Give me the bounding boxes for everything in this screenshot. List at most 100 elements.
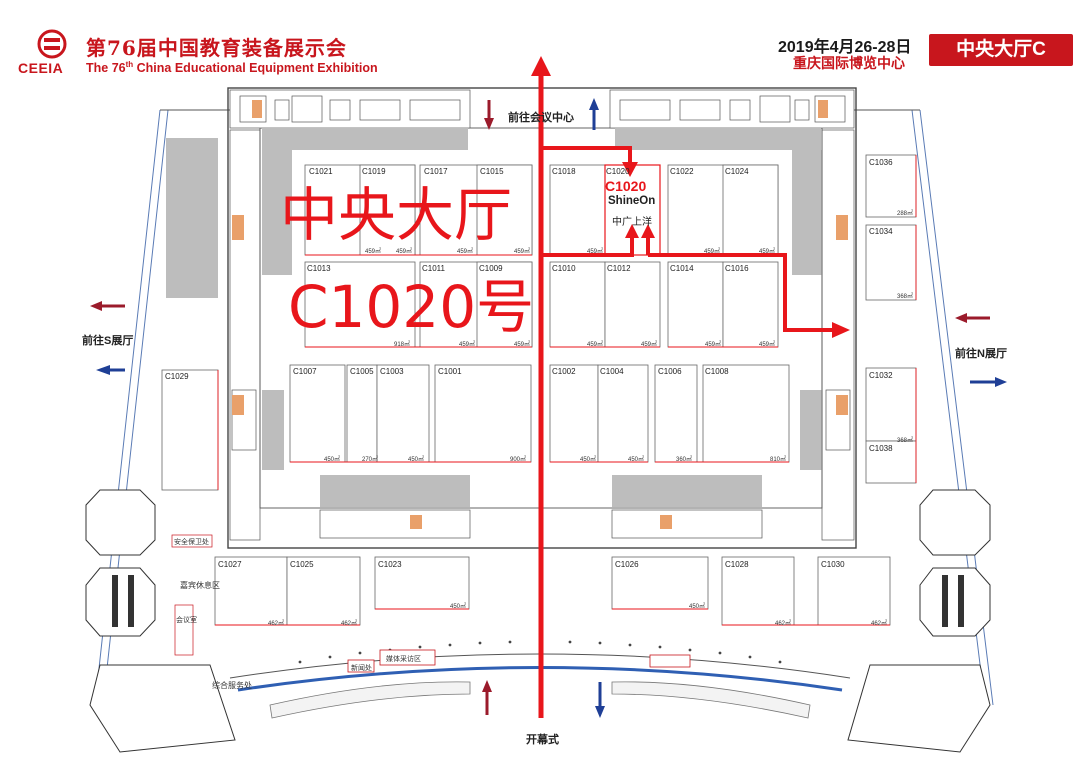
booth-c1020-label[interactable]: C1020 <box>606 167 630 176</box>
booth-c1026-label[interactable]: C1026 <box>615 560 639 569</box>
booth-c1017-label[interactable]: C1017 <box>424 167 448 176</box>
stairs-side <box>232 215 848 529</box>
booth-c1028-label[interactable]: C1028 <box>725 560 749 569</box>
booth-c1014-area: 459㎡ <box>705 342 722 348</box>
press-label: 新闻处 <box>351 665 372 672</box>
booth-c1005-area: 270㎡ <box>362 457 379 463</box>
booth-c1025-label[interactable]: C1025 <box>290 560 314 569</box>
booth-c1018-area: 459㎡ <box>587 249 604 255</box>
booth-c1009-label[interactable]: C1009 <box>479 264 503 273</box>
lounge-rooms <box>171 534 213 656</box>
booth-c1023-label[interactable]: C1023 <box>378 560 402 569</box>
shineon-logo: ShineOn <box>608 195 656 207</box>
to-n-hall-label: 前往N展厅 <box>955 348 1007 360</box>
service-rooms-top <box>229 89 855 129</box>
booth-c1038-label[interactable]: C1038 <box>869 444 893 453</box>
pavilion-fills <box>112 575 964 627</box>
booth-c1015-area: 459㎡ <box>514 249 531 255</box>
booth-c1032-label[interactable]: C1032 <box>869 371 893 380</box>
exhibition-title-cn: 第76届中国教育装备展示会 <box>86 36 347 60</box>
front-small-rooms <box>347 649 691 673</box>
c1020-code: C1020 <box>605 178 647 194</box>
booth-c1019-label[interactable]: C1019 <box>362 167 386 176</box>
exhibition-title-en: The 76th China Educational Equipment Exh… <box>86 60 378 76</box>
direction-arrows <box>90 98 1007 718</box>
front-dots <box>298 640 782 664</box>
route-to-c1020 <box>531 56 850 718</box>
booth-c1015-label[interactable]: C1015 <box>480 167 504 176</box>
booth-c1022-label[interactable]: C1022 <box>670 167 694 176</box>
booth-label-large: C1020号 <box>288 273 535 341</box>
security-label: 安全保卫处 <box>174 539 209 546</box>
booth-c1006-label[interactable]: C1006 <box>658 367 682 376</box>
booth-c1021-label[interactable]: C1021 <box>309 167 333 176</box>
booth-c1008-area: 810㎡ <box>770 457 787 463</box>
booth-red-edges <box>215 155 917 626</box>
booth-c1016-label[interactable]: C1016 <box>725 264 749 273</box>
booth-c1002-label[interactable]: C1002 <box>552 367 576 376</box>
curved-strip-left <box>269 681 471 719</box>
pavilions <box>85 489 991 753</box>
booth-c1006-area: 360㎡ <box>676 457 693 463</box>
booth-c1036-area: 288㎡ <box>897 211 914 217</box>
booth-c1018-label[interactable]: C1018 <box>552 167 576 176</box>
booth-c1036-label[interactable]: C1036 <box>869 158 893 167</box>
booth-c1024-area: 459㎡ <box>759 249 776 255</box>
meeting-room-label: 会议室 <box>176 617 197 624</box>
to-meeting-center-label: 前往会议中心 <box>508 112 574 124</box>
service-label: 综合服务处 <box>212 681 252 690</box>
booth-c1007-label[interactable]: C1007 <box>293 367 317 376</box>
booth-c1004-label[interactable]: C1004 <box>600 367 624 376</box>
booth-c1010-label[interactable]: C1010 <box>552 264 576 273</box>
booth-c1003-label[interactable]: C1003 <box>380 367 404 376</box>
booth-c1011-label[interactable]: C1011 <box>422 264 445 273</box>
org-abbr: CEEIA <box>18 60 64 76</box>
ceeia-logo-icon <box>37 29 67 59</box>
booth-c1029-label[interactable]: C1029 <box>165 372 189 381</box>
vip-lounge-label: 嘉宾休息区 <box>180 581 220 590</box>
booth-c1026-area: 450㎡ <box>689 604 706 610</box>
booth-c1017-area: 459㎡ <box>457 249 474 255</box>
gray-blocks <box>166 128 822 507</box>
booth-c1012-area: 459㎡ <box>641 342 658 348</box>
exhibition-venue: 重庆国际博览中心 <box>793 55 905 71</box>
booth-c1014-label[interactable]: C1014 <box>670 264 694 273</box>
booth-c1022-area: 459㎡ <box>704 249 721 255</box>
booth-c1003-area: 450㎡ <box>408 457 425 463</box>
hall-label-large: 中央大厅 <box>280 181 513 249</box>
booth-c1001-label[interactable]: C1001 <box>438 367 462 376</box>
booth-c1004-area: 450㎡ <box>628 457 645 463</box>
curved-strip-right <box>611 681 811 719</box>
booth-c1012-label[interactable]: C1012 <box>607 264 631 273</box>
to-s-hall-label: 前往S展厅 <box>82 335 134 347</box>
booth-c1010-area: 459㎡ <box>587 342 604 348</box>
booth-c1030-label[interactable]: C1030 <box>821 560 845 569</box>
booth-c1016-area: 459㎡ <box>759 342 776 348</box>
booth-c1009-area: 459㎡ <box>514 342 531 348</box>
booth-c1028-area: 462㎡ <box>775 621 792 627</box>
booth-c1025-area: 462㎡ <box>341 621 358 627</box>
booth-c1027-label[interactable]: C1027 <box>218 560 242 569</box>
exhibitor-name-cn: 中广上洋 <box>612 217 652 228</box>
booth-c1034-area: 368㎡ <box>897 294 914 300</box>
booth-c1013-label[interactable]: C1013 <box>307 264 331 273</box>
booth-c1011-area: 459㎡ <box>459 342 476 348</box>
opening-ceremony-label: 开幕式 <box>526 734 559 746</box>
booth-c1001-area: 900㎡ <box>510 457 527 463</box>
booth-c1034-label[interactable]: C1034 <box>869 227 893 236</box>
exhibition-date: 2019年4月26-28日 <box>778 39 912 56</box>
booth-c1013-area: 918㎡ <box>394 342 411 348</box>
stairs-top <box>252 100 828 118</box>
booth-c1005-label[interactable]: C1005 <box>350 367 374 376</box>
booth-c1027-area: 462㎡ <box>268 621 285 627</box>
booth-c1024-label[interactable]: C1024 <box>725 167 749 176</box>
booth-c1008-label[interactable]: C1008 <box>705 367 729 376</box>
booth-c1023-area: 450㎡ <box>450 604 467 610</box>
hall-badge: 中央大厅C <box>929 34 1073 66</box>
booth-c1021-area: 459㎡ <box>365 249 382 255</box>
booth-c1030-area: 462㎡ <box>871 621 888 627</box>
booth-c1002-area: 450㎡ <box>580 457 597 463</box>
booth-c1032-area: 368㎡ <box>897 438 914 444</box>
